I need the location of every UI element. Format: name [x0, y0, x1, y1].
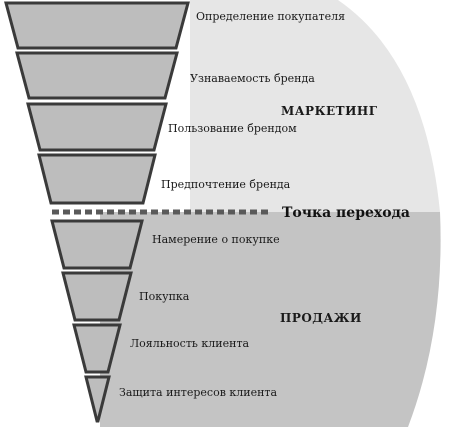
funnel-segment-1 — [4, 1, 190, 50]
stage-label-5: Намерение о покупке — [152, 233, 280, 246]
sales-region — [100, 212, 441, 427]
funnel-segment-5 — [50, 219, 144, 270]
funnel-segment-7 — [72, 323, 122, 374]
stage-label-4: Предпочтение бренда — [161, 178, 291, 191]
stage-label-8: Защита интересов клиента — [119, 386, 278, 399]
funnel-segment-6 — [61, 271, 133, 322]
sales-label: ПРОДАЖИ — [280, 311, 362, 325]
stage-label-3: Пользование брендом — [168, 122, 297, 135]
funnel-segment-8 — [84, 375, 111, 423]
funnel-segments — [4, 1, 190, 423]
stage-label-1: Определение покупателя — [196, 10, 345, 23]
stage-label-6: Покупка — [139, 290, 190, 303]
funnel-segment-3 — [26, 102, 168, 152]
marketing-label: МАРКЕТИНГ — [281, 104, 378, 118]
marketing-region — [190, 0, 440, 212]
transition-point-label: Точка перехода — [282, 205, 410, 221]
stage-label-2: Узнаваемость бренда — [190, 72, 315, 85]
stage-label-7: Лояльность клиента — [130, 337, 250, 350]
funnel-segment-4 — [37, 153, 157, 205]
funnel-segment-2 — [15, 51, 179, 100]
